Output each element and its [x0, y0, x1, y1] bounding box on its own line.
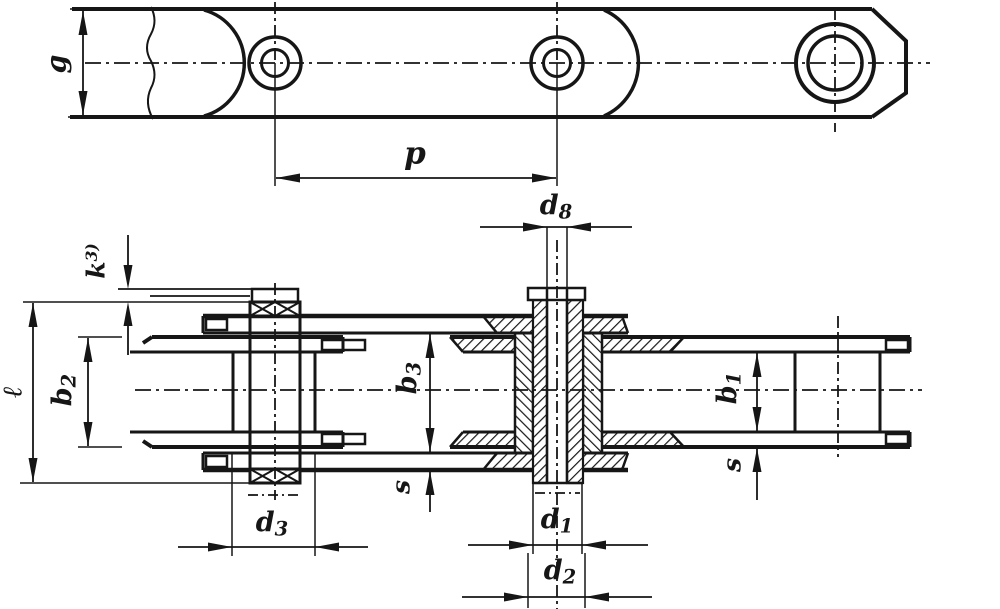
dimension-b1 — [752, 353, 762, 431]
dimension-d2 — [462, 553, 652, 608]
dimension-d3 — [178, 452, 368, 556]
dimension-s-right — [752, 448, 762, 500]
pin-body-left — [248, 316, 302, 469]
dimension-b2 — [78, 336, 122, 448]
dimension-l — [20, 301, 250, 484]
label-b3: b3 — [391, 361, 426, 395]
label-b2: b2 — [46, 373, 81, 407]
vertical-centerlines — [274, 2, 558, 63]
label-s-left: s — [386, 479, 416, 495]
dimension-s-left — [425, 471, 435, 512]
label-s-right: s — [717, 457, 747, 473]
label-p: p — [404, 135, 426, 172]
label-b1: b1 — [711, 371, 746, 405]
dimension-d1 — [468, 483, 648, 554]
label-g: g — [41, 54, 73, 74]
dimension-p — [274, 63, 558, 186]
side-view — [70, 2, 930, 132]
label-k: k3) — [81, 243, 111, 279]
label-d8: d8 — [539, 189, 573, 224]
inner-plate-right — [449, 335, 912, 449]
outer-plate-section — [201, 313, 630, 473]
label-d1: d1 — [540, 503, 574, 538]
dimension-d8 — [480, 222, 632, 232]
label-d3: d3 — [255, 506, 289, 541]
dimension-b3 — [425, 334, 435, 452]
label-d2: d2 — [543, 554, 577, 589]
bush-left — [231, 352, 317, 432]
break-line — [146, 6, 156, 120]
label-l: ℓ — [0, 386, 29, 398]
left-pin-joint — [118, 287, 317, 485]
plan-section-view — [118, 227, 922, 609]
dimension-k — [123, 235, 133, 355]
bore-extension-lines — [546, 227, 568, 288]
dimension-g — [68, 8, 104, 118]
inner-plate-left — [130, 335, 367, 449]
pin-bore-lines — [545, 288, 569, 483]
bush-right — [793, 352, 882, 432]
